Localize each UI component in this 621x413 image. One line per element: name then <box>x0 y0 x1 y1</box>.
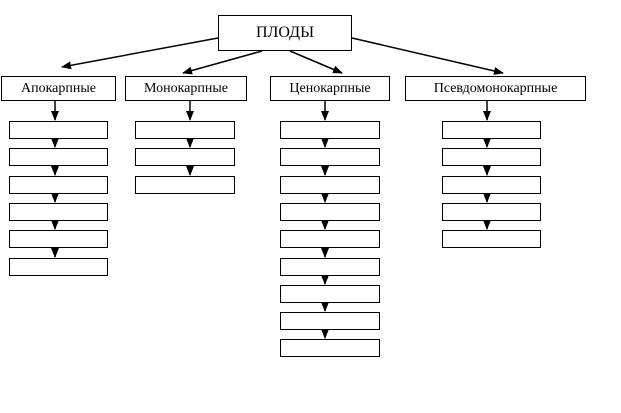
empty-slot-box <box>9 258 108 276</box>
empty-slot-box <box>442 121 541 139</box>
empty-slot-box <box>442 176 541 194</box>
empty-slot-box <box>280 203 380 221</box>
root-to-category-arrow-4 <box>351 37 504 75</box>
empty-slot-box <box>442 203 541 221</box>
empty-slot-box <box>135 176 235 194</box>
empty-slot-box <box>9 203 108 221</box>
empty-slot-box <box>135 121 235 139</box>
empty-slot-box <box>9 230 108 248</box>
empty-slot-box <box>280 258 380 276</box>
empty-slot-box <box>442 148 541 166</box>
root-to-category-arrow-1 <box>61 37 219 70</box>
category-node-pseudomonocarpous: Псевдомонокарпные <box>405 76 586 101</box>
category-label: Монокарпные <box>144 80 228 96</box>
empty-slot-box <box>280 230 380 248</box>
category-label: Апокарпные <box>20 80 96 96</box>
empty-slot-box <box>280 121 380 139</box>
root-to-category-arrow-3 <box>289 50 343 74</box>
category-label: Псевдомонокарпные <box>433 80 558 96</box>
empty-slot-box <box>9 148 108 166</box>
empty-slot-box <box>280 285 380 303</box>
empty-slot-box <box>280 176 380 194</box>
root-node: ПЛОДЫ <box>218 15 352 51</box>
empty-slot-box <box>9 176 108 194</box>
empty-slot-box <box>280 312 380 330</box>
empty-slot-box <box>280 339 380 357</box>
category-node-apocarpous: Апокарпные <box>1 76 116 101</box>
empty-slot-box <box>280 148 380 166</box>
category-node-coenocarpous: Ценокарпные <box>270 76 390 101</box>
category-label: Ценокарпные <box>289 80 371 96</box>
category-node-monocarpous: Монокарпные <box>125 76 247 101</box>
empty-slot-box <box>9 121 108 139</box>
root-to-category-arrow-2 <box>182 50 263 75</box>
root-label: ПЛОДЫ <box>255 24 315 41</box>
empty-slot-box <box>442 230 541 248</box>
empty-slot-box <box>135 148 235 166</box>
